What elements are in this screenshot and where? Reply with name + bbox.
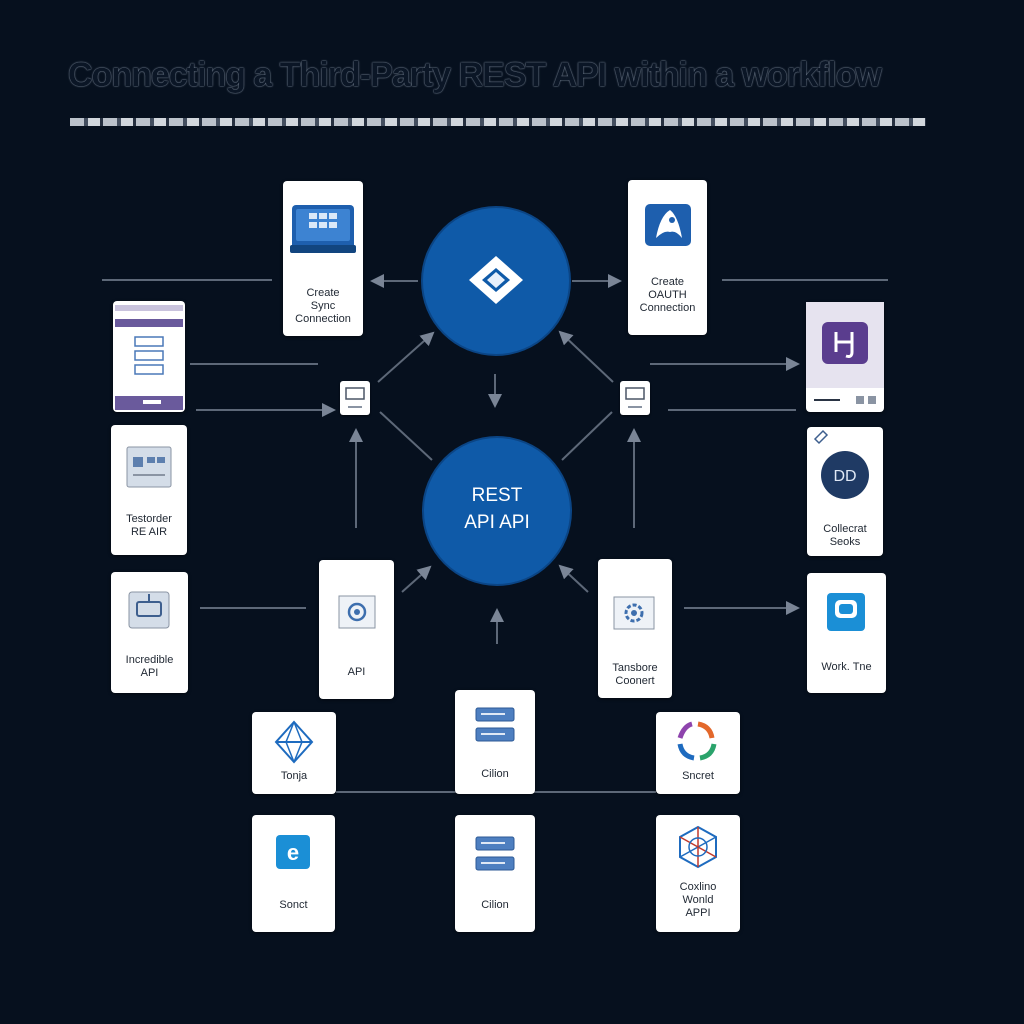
api-card[interactable]: API (319, 560, 394, 699)
secret-top-card[interactable]: Sncret (656, 712, 740, 794)
craft-world-api-card[interactable]: Coxlino Wonld APPI (656, 815, 740, 932)
diamond-cube-icon (469, 256, 523, 304)
arrow-api-to-center (401, 565, 432, 593)
server-grid-icon (290, 205, 356, 253)
toggle-label: Tonja (280, 770, 308, 782)
client-bottom-card[interactable]: Cilion (455, 815, 535, 932)
workflow-hub[interactable] (423, 208, 569, 354)
craft-world-api-label: Coxlino Wonld APPI (679, 881, 717, 919)
swirl-icon (677, 721, 717, 761)
window-icon (345, 387, 365, 408)
api-label: API (347, 666, 366, 678)
edge-icon: e (276, 835, 310, 869)
network-diamond-icon (274, 720, 314, 764)
monitor-grid-icon (126, 446, 172, 488)
toggle-card[interactable]: Tonja (252, 712, 336, 794)
line-mini-right-down (561, 411, 613, 461)
work-tree-label: Work. Tne (821, 661, 872, 673)
window-icon (625, 387, 645, 408)
create-sync-connection-card[interactable]: Create Sync Connection (283, 181, 363, 336)
transform-convert-label: Tansbore Coonert (612, 662, 658, 687)
client-top-label: Cilion (481, 768, 509, 780)
svg-text:e: e (287, 840, 299, 865)
mini-node-right[interactable] (620, 381, 650, 415)
svg-text:DD: DD (833, 468, 856, 485)
create-oauth-connection-label: Create OAUTH Connection (639, 276, 696, 314)
hook-app-card[interactable] (806, 302, 884, 412)
arrow-mini-right-up (558, 330, 614, 383)
secret-top-label: Sncret (682, 770, 714, 782)
phone-list-icon (115, 305, 183, 410)
secret-bottom-card[interactable]: e Sonct (252, 815, 335, 932)
client-top-card[interactable]: Cilion (455, 690, 535, 794)
bird-icon (645, 204, 691, 246)
dd-badge-icon: DD (813, 429, 869, 499)
line-mini-left-down (379, 411, 433, 461)
client-bottom-label: Cilion (481, 899, 509, 911)
terminal-icon (128, 591, 170, 629)
create-sync-connection-label: Create Sync Connection (295, 287, 351, 325)
rest-api-hub[interactable]: REST API API (424, 438, 570, 584)
chat-icon (827, 593, 865, 631)
secret-bottom-label: Sonct (279, 899, 308, 911)
incredible-api-card[interactable]: Incredible API (111, 572, 188, 693)
mobile-app-card[interactable] (113, 301, 185, 412)
work-tree-card[interactable]: Work. Tne (807, 573, 886, 693)
rest-api-hub-label: REST API API (464, 485, 530, 533)
hook-icon (806, 302, 884, 404)
test-rest-api-label: Testorder RE AIR (126, 513, 172, 538)
test-rest-api-card[interactable]: Testorder RE AIR (111, 425, 187, 555)
mini-node-left[interactable] (340, 381, 370, 415)
collect-secret-card[interactable]: DD Collecrat Seoks (807, 427, 883, 556)
transform-convert-card[interactable]: Tansbore Coonert (598, 559, 672, 698)
server-stack-icon (475, 707, 515, 742)
arrow-mini-left-up (377, 331, 435, 383)
gear-icon (613, 596, 655, 630)
collect-secret-label: Collecrat Seoks (823, 523, 867, 548)
title-divider (70, 118, 926, 126)
create-oauth-connection-card[interactable]: Create OAUTH Connection (628, 180, 707, 335)
server-stack-icon (475, 836, 515, 871)
mesh-globe-icon (679, 825, 717, 869)
incredible-api-label: Incredible API (125, 654, 174, 679)
arrow-transform-to-center (558, 564, 589, 593)
cloud-gear-icon (338, 595, 376, 629)
diagram-title: Connecting a Third-Party REST API within… (68, 56, 882, 94)
